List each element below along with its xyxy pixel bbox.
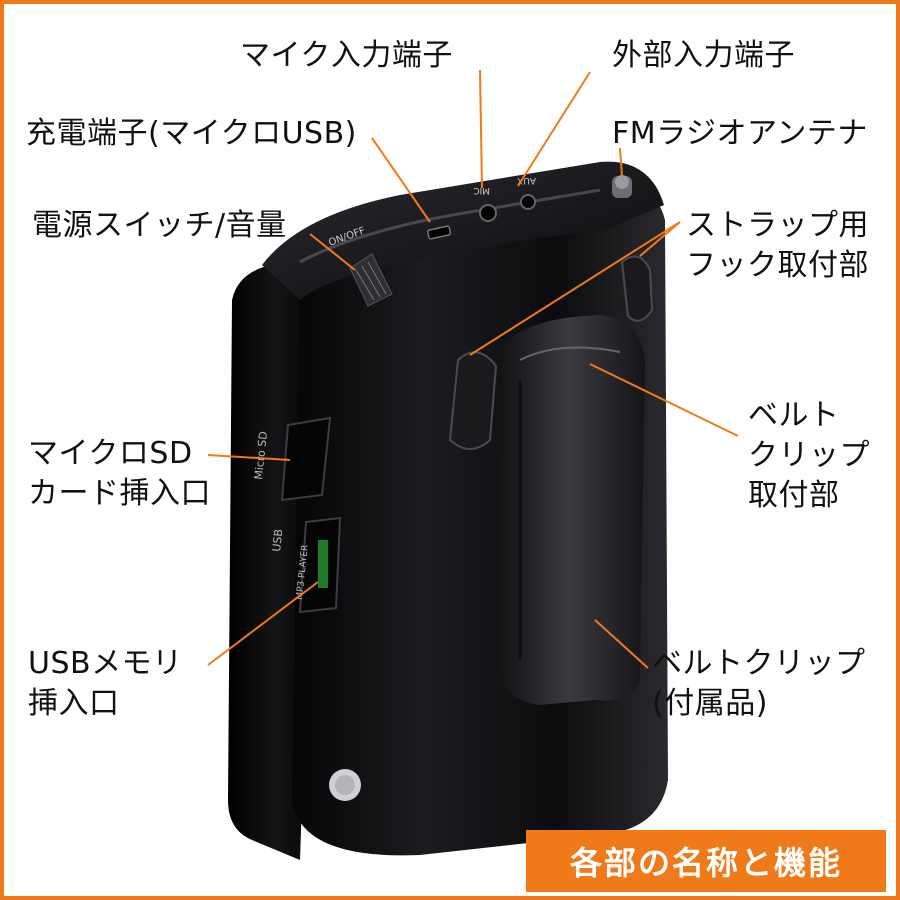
label-strap-hook-2: フック取付部 — [686, 248, 869, 283]
footer-badge: 各部の名称と機能 — [526, 830, 886, 892]
micro-usb-port-icon — [427, 225, 452, 240]
label-external-input: 外部入力端子 — [612, 38, 795, 73]
label-mic-input: マイク入力端子 — [240, 38, 453, 73]
mic-jack-icon — [479, 204, 497, 222]
label-belt-clip-mount-1: ベルト — [748, 398, 840, 433]
print-mic: MIC — [473, 185, 490, 195]
microsd-slot-icon — [280, 416, 332, 502]
power-knob-icon — [349, 253, 393, 307]
label-microsd-1: マイクロSD — [28, 436, 193, 471]
label-usb-2: 挿入口 — [28, 686, 120, 721]
label-fm-antenna: FMラジオアンテナ — [612, 116, 868, 151]
label-strap-hook-1: ストラップ用 — [686, 208, 869, 243]
label-charging-port: 充電端子(マイクロUSB) — [26, 116, 357, 151]
label-belt-clip-mount-2: クリップ — [748, 438, 870, 473]
print-micro-sd: Micro SD — [252, 431, 270, 481]
belt-clip-icon — [495, 315, 645, 705]
label-belt-clip-1: ベルトクリップ — [652, 646, 866, 681]
print-usb: USB — [270, 528, 285, 552]
print-aux: AUX — [517, 175, 536, 185]
aux-jack-icon — [520, 194, 536, 210]
label-belt-clip-mount-3: 取付部 — [748, 478, 840, 513]
label-microsd-2: カード挿入口 — [28, 476, 211, 511]
strap-hook-left-icon — [448, 351, 498, 450]
label-power-switch: 電源スイッチ/音量 — [32, 208, 287, 243]
label-usb-1: USBメモリ — [28, 646, 183, 681]
strap-hook-right-icon — [620, 255, 654, 322]
label-belt-clip-2: (付属品) — [652, 686, 768, 721]
